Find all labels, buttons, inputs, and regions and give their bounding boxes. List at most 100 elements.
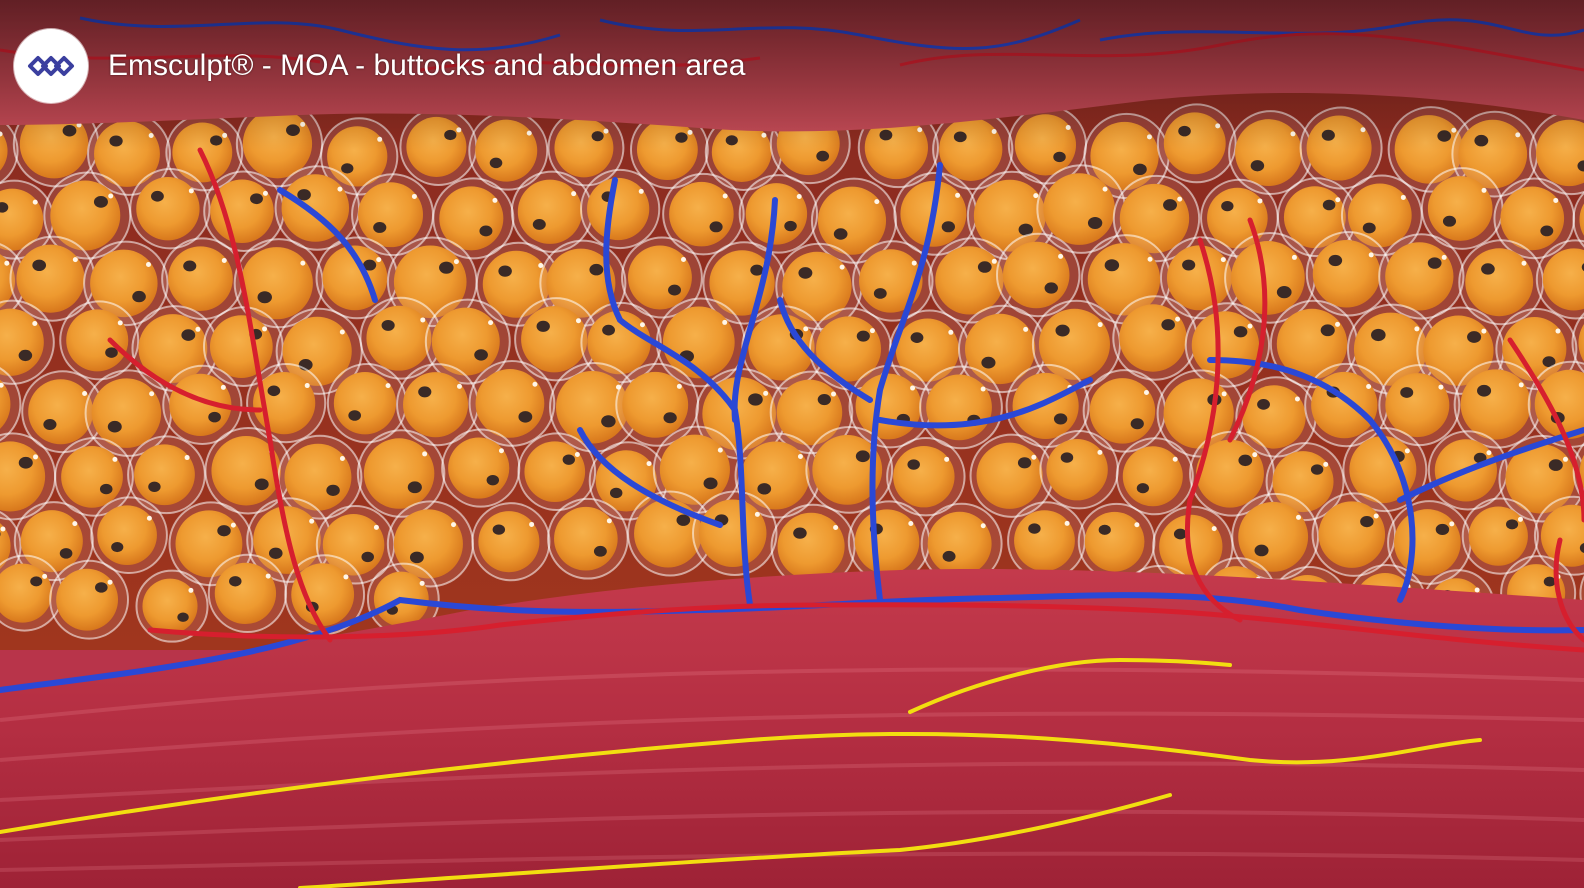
fat-cell [441, 428, 521, 508]
fat-cell [1528, 110, 1584, 196]
fat-cell [277, 434, 363, 520]
fat-cell [13, 501, 94, 582]
fat-cell [615, 362, 700, 447]
fat-cell [1533, 495, 1584, 576]
fat-cell [399, 107, 478, 186]
fat-cell [468, 360, 556, 447]
fat-cell [162, 364, 243, 445]
video-title[interactable]: Emsculpt® - MOA - buttocks and abdomen a… [108, 49, 746, 82]
fat-cell [1156, 103, 1237, 184]
fat-cell [275, 307, 363, 395]
fat-cell [233, 238, 324, 329]
fat-cell [966, 170, 1057, 261]
btl-logo-icon [28, 56, 74, 76]
fat-cell [351, 173, 435, 257]
fat-cell [356, 429, 446, 518]
fat-cell [161, 237, 244, 321]
fat-cell [1461, 497, 1539, 575]
fat-cell [995, 232, 1081, 318]
fat-cell [1228, 110, 1313, 196]
fat-cell [432, 177, 515, 260]
fat-cell [514, 297, 599, 382]
fat-cell [580, 301, 662, 384]
fat-cell [704, 113, 783, 191]
fat-cell [928, 237, 1015, 324]
fat-cell [886, 436, 966, 517]
fat-cell [1276, 177, 1357, 258]
fat-cell [547, 497, 629, 580]
fat-cell [1189, 430, 1275, 517]
fat-cell [1495, 308, 1578, 391]
fat-cell [235, 100, 324, 188]
fat-cell [957, 304, 1047, 394]
fat-cell [0, 511, 22, 581]
fat-cell [1235, 376, 1317, 458]
fat-cell [0, 299, 55, 385]
fat-cell [424, 298, 511, 385]
fat-cell [652, 425, 741, 514]
fat-cell [1571, 312, 1584, 374]
fat-cell [1420, 167, 1504, 250]
fat-cell [547, 109, 625, 187]
fat-cell [1005, 363, 1090, 448]
fat-cell [386, 500, 474, 588]
fat-cell [284, 554, 366, 636]
fat-cell [741, 305, 826, 390]
channel-avatar[interactable] [14, 29, 88, 103]
fat-cell [0, 117, 19, 184]
fat-cell [49, 559, 130, 640]
fat-cell [1498, 434, 1584, 523]
fat-cell [662, 172, 745, 256]
fat-cell [9, 235, 96, 322]
nerves [0, 657, 1482, 888]
fat-cell [1311, 492, 1397, 577]
fat-cell [1112, 295, 1198, 381]
fat-cell [580, 168, 661, 250]
fat-cell [1572, 191, 1584, 248]
fat-cell [59, 300, 140, 381]
fat-cell [969, 433, 1054, 518]
fat-cell [1039, 430, 1119, 510]
fat-cell [396, 363, 480, 447]
arteries [107, 147, 1584, 653]
fat-cell [517, 432, 597, 512]
fat-cell [135, 569, 209, 643]
fat-cell [932, 108, 1014, 190]
fat-cell [1077, 502, 1156, 581]
fat-cell [0, 367, 22, 442]
fat-cell [1007, 501, 1086, 581]
fat-cell [54, 436, 134, 517]
fat-cell [1453, 360, 1542, 449]
fat-cell [805, 425, 894, 514]
fat-cell [1340, 174, 1423, 257]
fat-cell [1299, 106, 1383, 190]
fat-cell [1378, 364, 1461, 447]
fat-cell [919, 365, 1003, 450]
fat-cell [810, 177, 898, 264]
fat-cell [691, 490, 778, 576]
fat-cell [90, 496, 168, 575]
fat-cell [1231, 492, 1320, 581]
fat-cell [320, 117, 399, 196]
fat-cell [510, 170, 594, 253]
fat-cell [770, 503, 856, 589]
fat-cell [274, 165, 361, 251]
fat-cell [769, 370, 854, 455]
fat-cell [1387, 106, 1475, 193]
fat-cell [1535, 239, 1584, 320]
fat-cell [1224, 231, 1316, 324]
fat-cell [1458, 239, 1545, 326]
fat-cell [129, 168, 211, 250]
fat-cell-layer [0, 100, 1584, 648]
fat-cell [1378, 233, 1465, 320]
fat-cell [315, 505, 396, 585]
fat-cell [326, 363, 408, 444]
fat-cell [1527, 360, 1584, 448]
fat-cell [1082, 369, 1167, 453]
fat-cell [738, 174, 819, 254]
fat-cell [852, 240, 934, 322]
fat-cell [21, 370, 105, 454]
fat-cell [468, 110, 549, 191]
